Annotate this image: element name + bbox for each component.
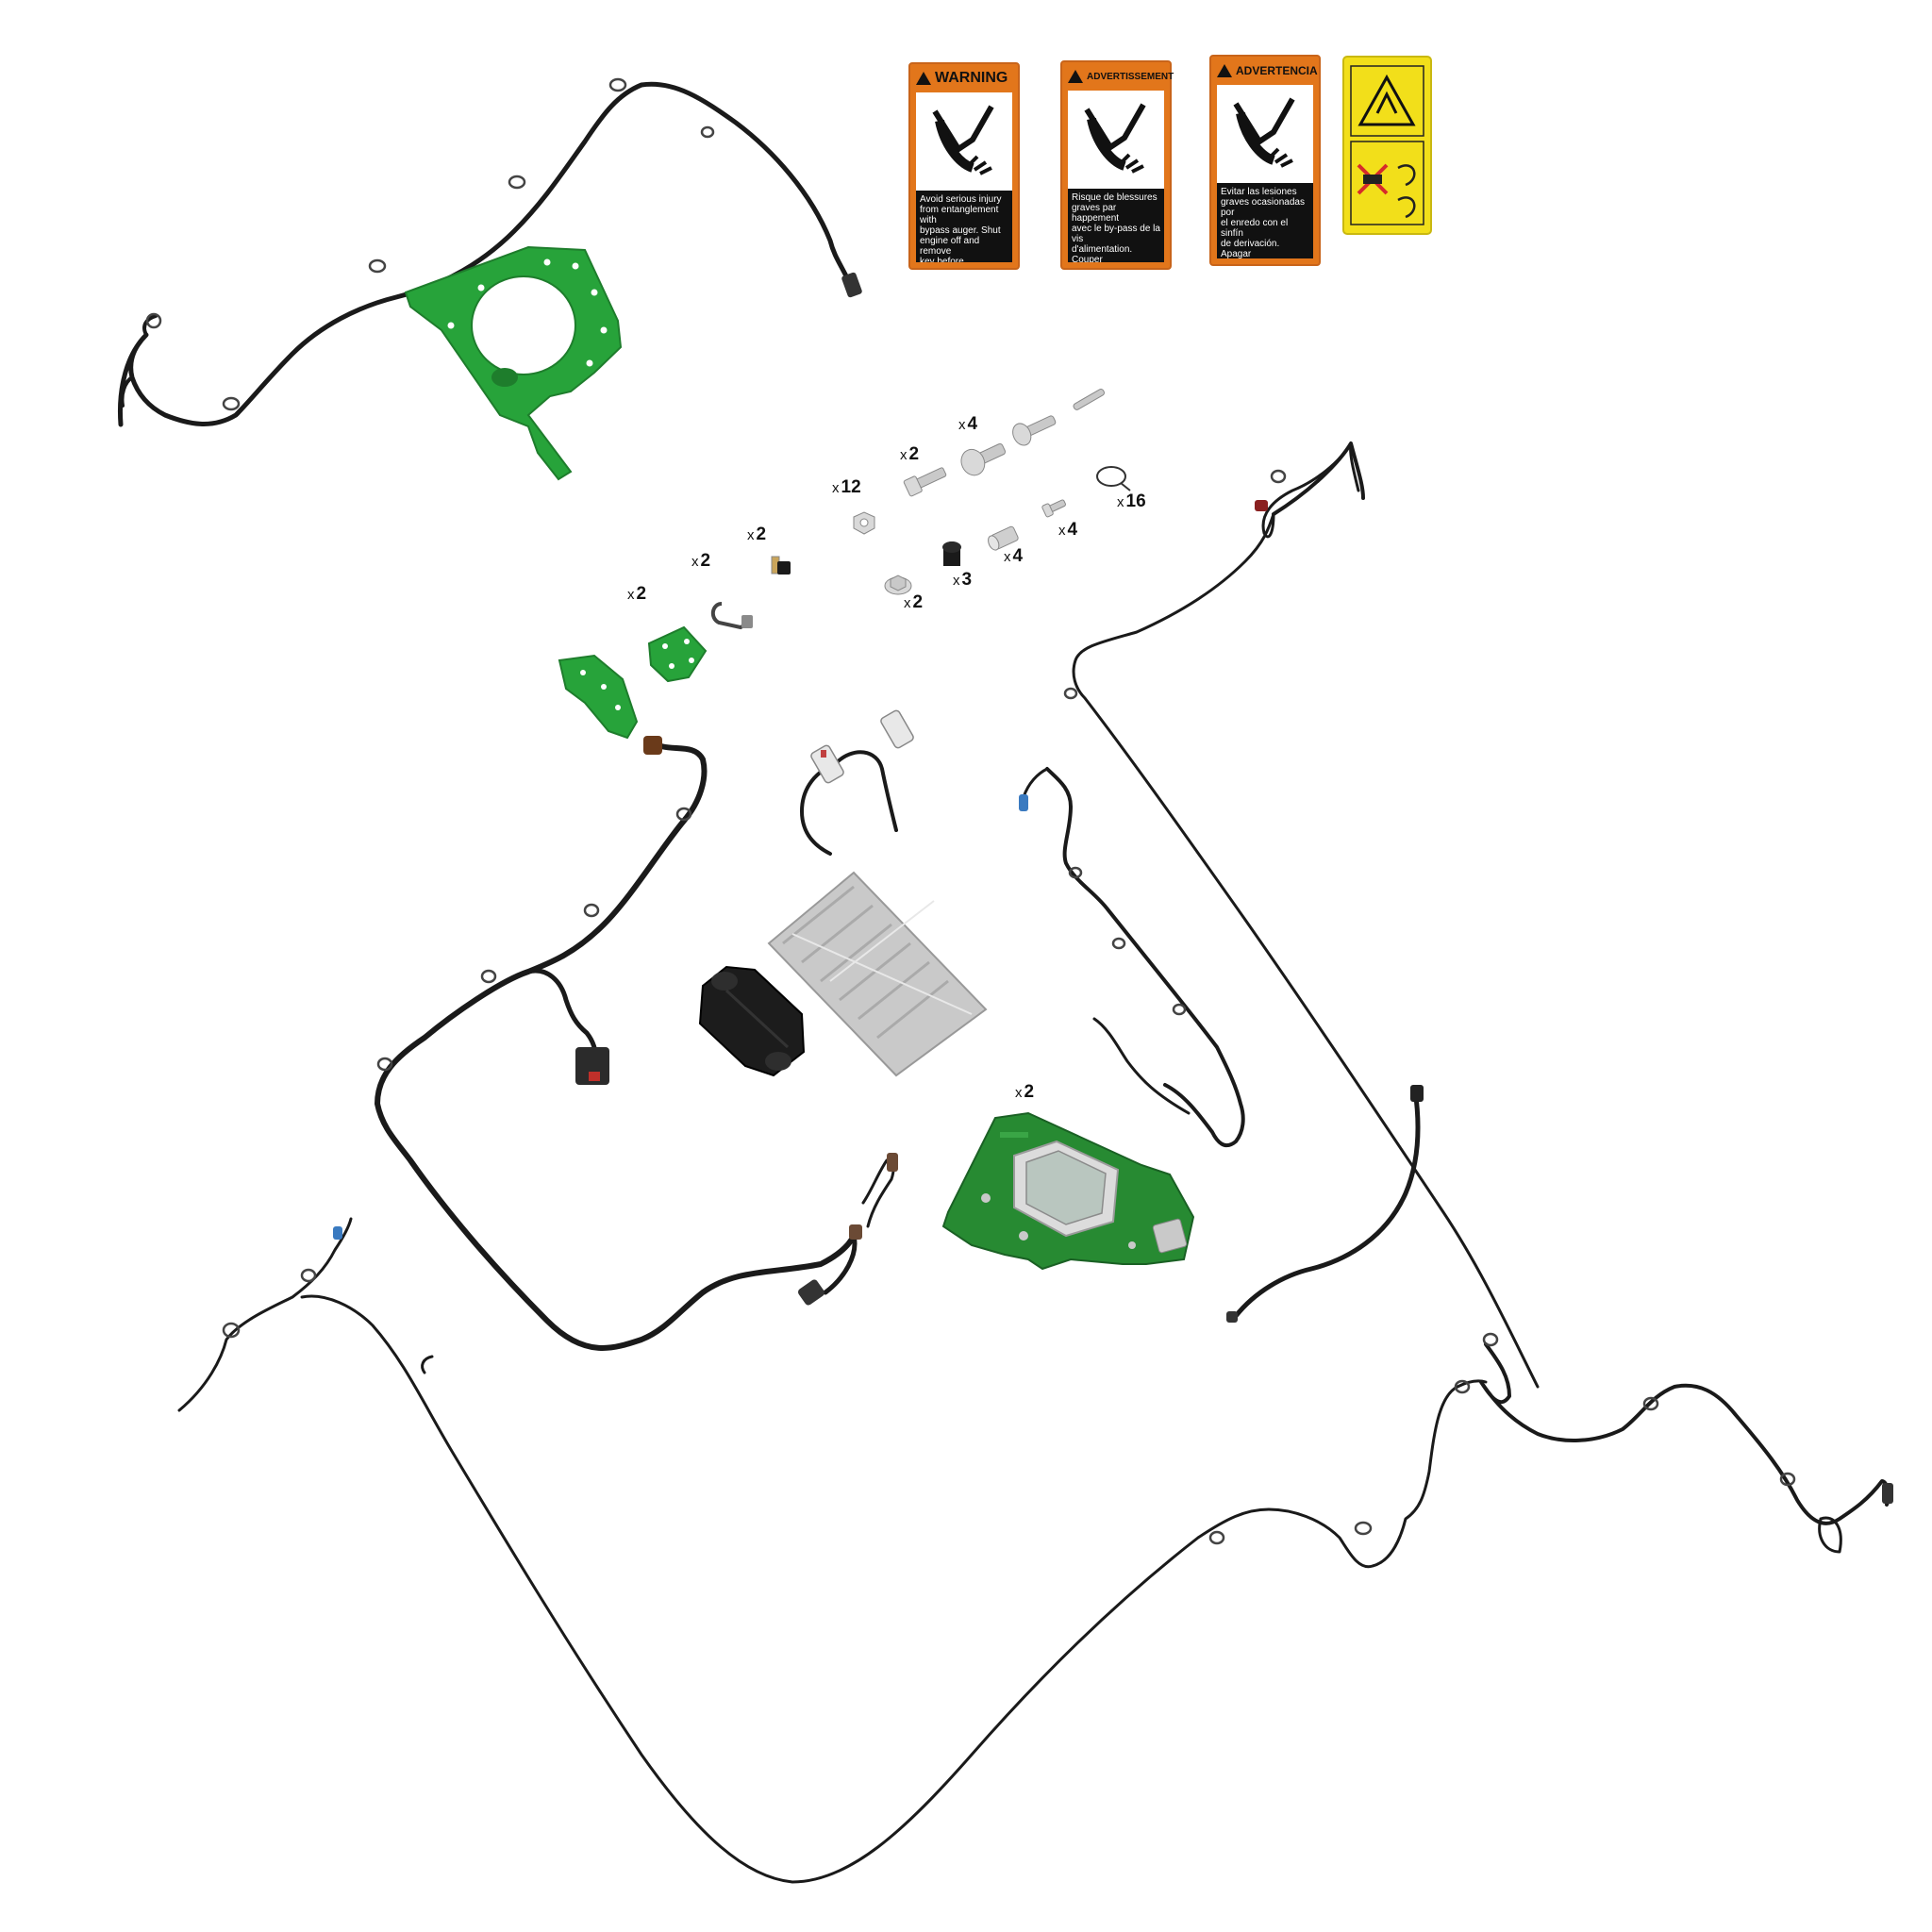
hand-entanglement-icon (1068, 91, 1164, 189)
advertissement-heading: ADVERTISSEMENT (1066, 66, 1174, 87)
advertencia-heading: ADVERTENCIA (1215, 60, 1318, 81)
qty-value: 3 (961, 570, 973, 590)
qty-prefix: x (1015, 1085, 1023, 1101)
bracket-side (558, 654, 639, 740)
qty-prefix: x (627, 587, 635, 603)
qty-value: 2 (700, 551, 711, 571)
connector-block (575, 1047, 609, 1085)
warning-triangle-icon (916, 72, 931, 85)
foil-shield (767, 871, 988, 1077)
hand-entanglement-icon (916, 92, 1012, 191)
harness-middle-left-drop (823, 1233, 858, 1295)
harness-top-left-branch (142, 314, 158, 337)
bracket-small (647, 625, 708, 683)
harness-middle-right-spur (1022, 767, 1049, 799)
qty-value: 12 (841, 477, 861, 497)
connector-small-bottom (798, 1279, 824, 1306)
harness-s-curve (1233, 1087, 1421, 1319)
qty-value: 4 (1012, 546, 1024, 566)
qty-value: 2 (636, 584, 647, 604)
controller-unit (941, 1111, 1195, 1271)
qty-value: 2 (756, 525, 767, 544)
jumper-harness (800, 750, 898, 856)
warning-heading: WARNING (914, 68, 1014, 89)
black-module (698, 965, 806, 1077)
qty-value: 4 (967, 414, 978, 434)
harness-right-loop (1272, 441, 1365, 516)
qty-prefix: x (1117, 494, 1124, 510)
harness-right-trunk (1072, 441, 1540, 1389)
advertencia-heading-text: ADVERTENCIA (1236, 64, 1318, 77)
harness-middle-right (1045, 767, 1245, 1148)
qty-prefix: x (1004, 549, 1011, 565)
warning-label-spanish: ADVERTENCIA Evitar las lesiones graves o… (1209, 55, 1321, 266)
harness-right-bottom-loop (1818, 1516, 1842, 1554)
mounting-plate-large (404, 245, 623, 481)
warning-label-french: ADVERTISSEMENT Risque de blessures grave… (1060, 60, 1174, 270)
hand-entanglement-icon (1217, 85, 1313, 183)
qty-prefix: x (958, 417, 966, 433)
qty-value: 2 (1024, 1082, 1035, 1102)
harness-bottom-stub (421, 1355, 434, 1374)
advertencia-text: Evitar las lesiones graves ocasionadas p… (1217, 183, 1313, 258)
qty-value: 16 (1125, 491, 1146, 511)
hardware-set (710, 389, 1131, 630)
qty-prefix: x (691, 554, 699, 570)
warning-text: Avoid serious injury from entanglement w… (916, 191, 1012, 262)
harness-middle-left (375, 738, 857, 1351)
qty-prefix: x (900, 447, 908, 463)
advertissement-heading-text: ADVERTISSEMENT (1087, 71, 1174, 82)
warning-triangle-icon (1217, 64, 1232, 77)
warning-heading-text: WARNING (935, 70, 1008, 86)
harness-bottom-long (177, 1217, 1488, 1884)
qty-value: 4 (1067, 520, 1078, 540)
qty-prefix: x (904, 595, 911, 611)
warning-label-english: WARNING Avoid serious injury from entang… (908, 62, 1020, 270)
qty-prefix: x (747, 527, 755, 543)
qty-prefix: x (1058, 523, 1066, 539)
warning-triangle-icon (1068, 70, 1083, 83)
qty-value: 2 (912, 592, 924, 612)
harness-right-bottom (1479, 1342, 1891, 1525)
harness-top-left-branch-2 (120, 375, 134, 408)
qty-prefix: x (953, 573, 960, 589)
advertissement-text: Risque de blessures graves par happement… (1068, 189, 1164, 262)
qty-prefix: x (832, 480, 840, 496)
harness-middle-right-tail (1092, 1017, 1191, 1115)
yellow-safety-label (1342, 56, 1432, 235)
qty-value: 2 (908, 444, 920, 464)
